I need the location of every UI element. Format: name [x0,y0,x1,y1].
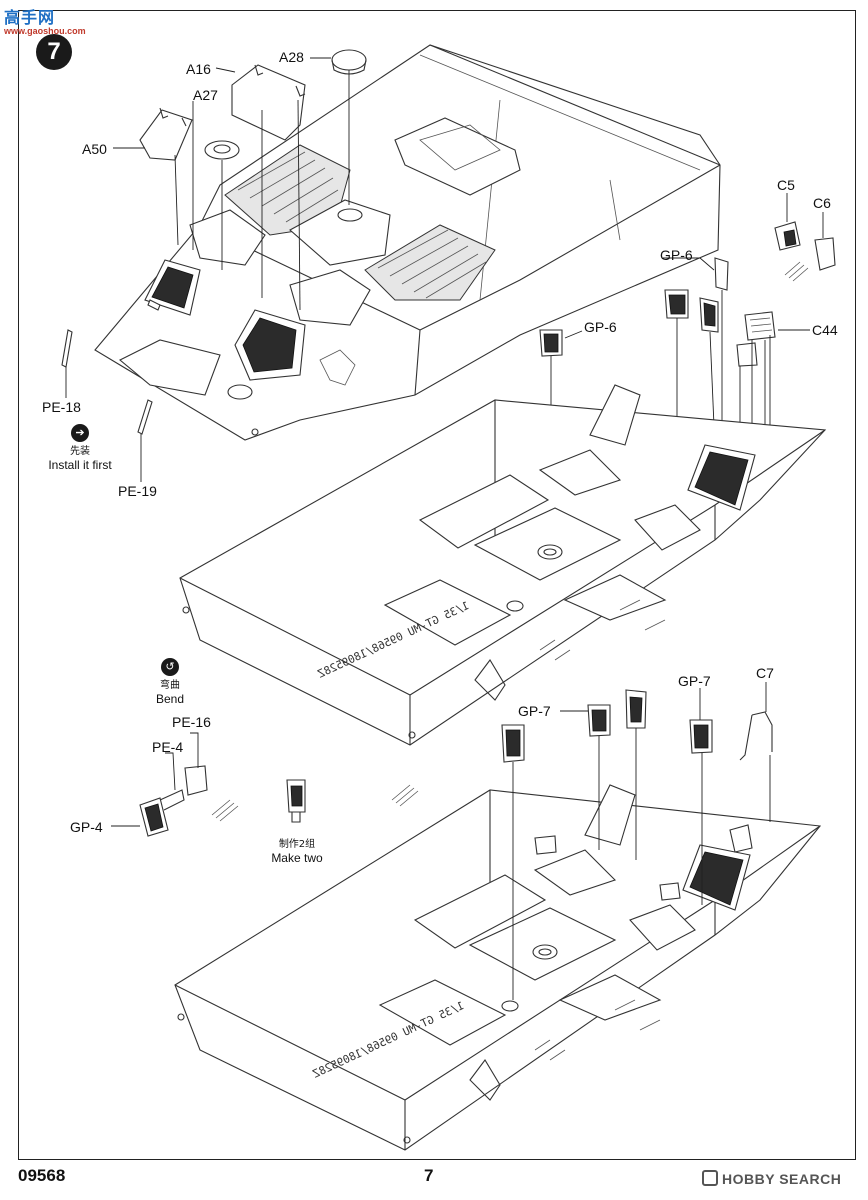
watermark-icon [702,1170,718,1186]
label-a27: A27 [193,87,218,103]
bend-en: Bend [155,692,185,706]
label-gp4: GP-4 [70,819,103,835]
label-gp6-mid: GP-6 [584,319,617,335]
watermark-text: HOBBY SEARCH [722,1171,842,1187]
label-gp7-right: GP-7 [678,673,711,689]
top-parts [139,49,367,161]
label-a50: A50 [82,141,107,157]
gp4-subassembly [111,261,809,837]
top-leaders [61,57,350,482]
bend-cn: 弯曲 [160,680,180,691]
make-two-en: Make two [271,851,323,865]
install-first-cn: 先装 [70,446,90,457]
label-c6: C6 [813,195,831,211]
bend-icon: ↺ [161,658,179,676]
logo-url: www.gaoshou.com [4,26,86,36]
label-c5: C5 [777,177,795,193]
make-two-cn: 制作2组 [278,839,316,850]
right-parts-bottom [501,682,773,1000]
logo-text: 高手网 [4,8,56,27]
install-first-icon: ➔ [71,424,89,442]
upper-hull [94,44,721,441]
label-a28: A28 [279,49,304,65]
lower-hull-2: 1/35 GT-MU 09568/1809528Z [174,784,822,1151]
label-pe4: PE-4 [152,739,184,755]
watermark: HOBBY SEARCH [702,1170,841,1187]
lower-hull-1: 1/35 GT-MU 09568/1809528Z [179,384,827,746]
install-first-en: Install it first [48,458,112,472]
page-number: 7 [424,1166,434,1185]
install-first-note: ➔ 先装 Install it first [44,424,116,474]
label-gp6-top: GP-6 [660,247,693,263]
label-pe16: PE-16 [172,714,211,730]
step-number-badge: 7 [36,34,72,70]
label-a16: A16 [186,61,211,77]
make-two-note: 制作2组 Make two [262,838,332,867]
label-c7: C7 [756,665,774,681]
site-logo: 高手网 www.gaoshou.com [4,4,86,36]
label-gp7-left: GP-7 [518,703,551,719]
page-frame [18,10,856,1160]
kit-code: 09568 [18,1166,66,1185]
label-pe18: PE-18 [42,399,81,415]
label-c44: C44 [812,322,838,338]
bend-note: ↺ 弯曲 Bend [140,658,200,708]
label-pe19: PE-19 [118,483,157,499]
